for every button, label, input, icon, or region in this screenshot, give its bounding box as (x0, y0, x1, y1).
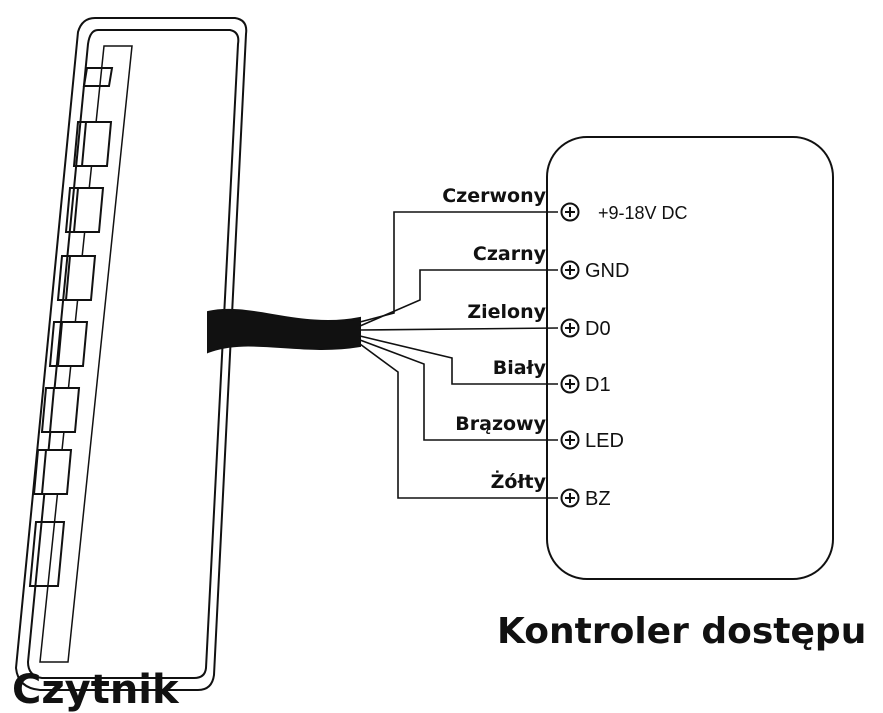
reader-title: Czytnik (12, 667, 180, 713)
wire-label-brazowy: Brązowy (455, 413, 546, 435)
terminal-label-power: +9-18V DC (598, 203, 688, 223)
wire-label-zolty: Żółty (491, 469, 547, 493)
wire-label-bialy: Biały (493, 357, 547, 379)
terminal-screws (560, 202, 580, 508)
screw-icon (560, 430, 580, 450)
wires (359, 211, 559, 499)
screw-icon (560, 318, 580, 338)
terminal-label-gnd: GND (585, 260, 629, 282)
terminal-label-bz: BZ (585, 488, 611, 510)
terminal-label-d0: D0 (585, 318, 611, 340)
screw-icon (560, 488, 580, 508)
wire-czerwony (359, 211, 558, 323)
screw-icon (560, 202, 580, 222)
wire-label-zielony: Zielony (467, 301, 546, 323)
wire-label-czarny: Czarny (473, 243, 547, 265)
keypad-buttons (28, 121, 113, 587)
wire-bialy (359, 335, 558, 385)
controller-title: Kontroler dostępu (497, 611, 866, 652)
wire-zolty (359, 343, 558, 499)
terminal-label-d1: D1 (585, 374, 611, 396)
reader-device (14, 17, 248, 691)
wire-brazowy (359, 339, 558, 441)
terminal-label-led: LED (585, 430, 624, 452)
controller-box (546, 136, 834, 580)
wire-zielony (359, 327, 559, 331)
wire-label-czerwony: Czerwony (442, 185, 546, 207)
screw-icon (560, 374, 580, 394)
cable-bundle (207, 308, 361, 354)
wire-czarny (359, 269, 558, 327)
screw-icon (560, 260, 580, 280)
